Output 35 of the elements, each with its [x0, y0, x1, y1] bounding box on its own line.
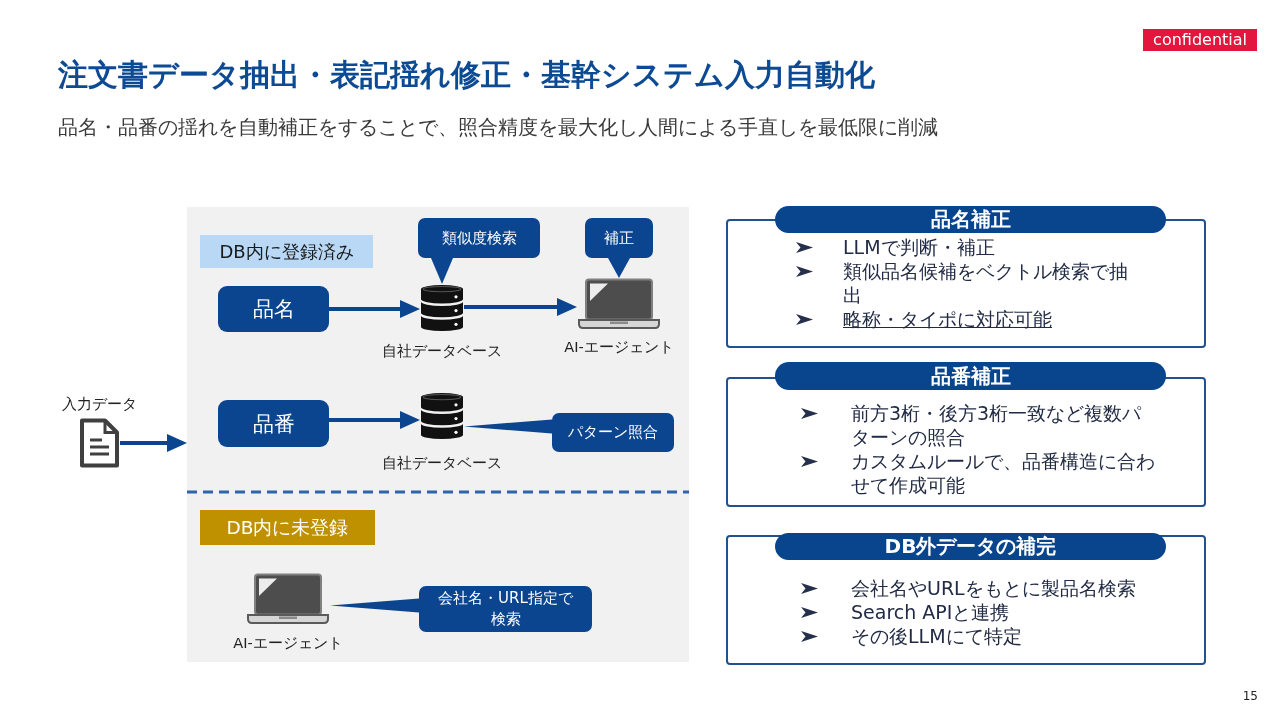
- arrow: [329, 300, 420, 318]
- arrow: [120, 434, 187, 452]
- section-tag: DB内に登録済み: [200, 235, 373, 268]
- speech-bubble: 会社名・URL指定で検索: [419, 586, 592, 632]
- callout-pointer: [464, 419, 552, 434]
- bullet-text: 前方3桁・後方3桁一致など複数パターンの照合: [851, 401, 1143, 449]
- subtitle-text: 品名・品番の揺れを自動補正をすることで、照合精度を最大化し人間による手直しを最低限に削減: [58, 114, 938, 141]
- bullet-text: Search APIと連携: [851, 600, 1011, 624]
- arrow: [464, 298, 577, 316]
- bullet-text: 会社名やURLをもとに製品名検索: [851, 576, 1137, 600]
- card-heading: DB外データの補完: [775, 533, 1166, 560]
- callout-pointer: [330, 598, 419, 613]
- card-heading: 品番補正: [775, 362, 1166, 390]
- bullet-text: カスタムルールで、品番構造に合わせて作成可能: [851, 449, 1156, 497]
- speech-bubble: パターン照合: [552, 413, 674, 452]
- caption-text: AI-エージェント: [564, 338, 674, 356]
- bullet-text: 類似品名候補をベクトル検索で抽出: [843, 259, 1129, 307]
- slide-title: 注文書データ抽出・表記揺れ修正・基幹システム入力自動化: [58, 56, 875, 94]
- process-box: 品名: [218, 286, 329, 332]
- arrow: [329, 411, 420, 429]
- bullet-text: LLMで判断・補正: [843, 235, 996, 259]
- bullet-text: 略称・タイポに対応可能: [843, 307, 1053, 331]
- card-heading: 品名補正: [775, 206, 1166, 233]
- page-number: 15: [1242, 688, 1258, 704]
- section-tag: DB内に未登録: [200, 510, 375, 545]
- caption-text: 自社データベース: [382, 454, 502, 472]
- confidential-tag: confidential: [1143, 29, 1257, 51]
- bullet-text: その後LLMにて特定: [851, 624, 1023, 648]
- process-box: 品番: [218, 400, 329, 447]
- bubble-tail: [608, 258, 630, 278]
- caption-text: AI-エージェント: [233, 634, 343, 652]
- bubble-tail: [431, 258, 453, 284]
- caption-text: 入力データ: [61, 395, 137, 413]
- caption-text: 自社データベース: [382, 342, 502, 360]
- content-panel: [187, 207, 689, 662]
